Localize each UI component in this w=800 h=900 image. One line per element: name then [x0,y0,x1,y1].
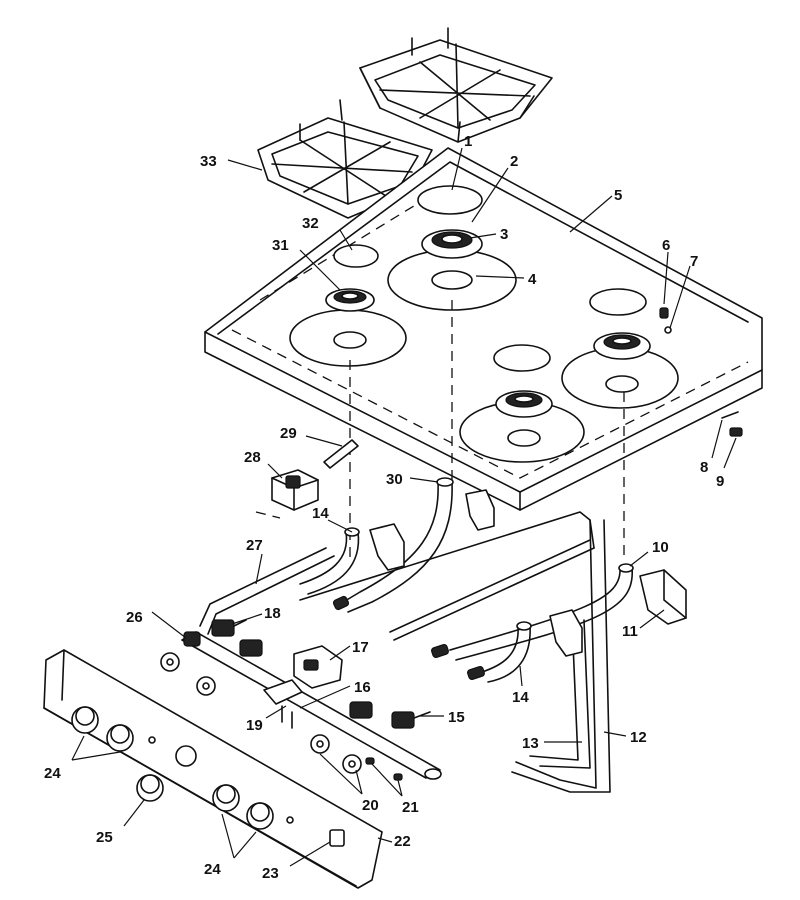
callout-2: 2 [510,153,518,170]
callout-33: 33 [200,153,217,170]
gas-regulator [271,469,319,511]
callout-28: 28 [244,449,261,466]
callout-19: 19 [246,717,263,734]
callout-4: 4 [528,271,537,288]
burner-head-right [593,332,651,360]
callout-5: 5 [614,187,622,204]
screw-9 [729,427,743,437]
callout-32: 32 [302,215,319,232]
callout-22: 22 [394,833,411,850]
callout-14-upper: 14 [312,505,329,522]
callout-11: 11 [622,623,638,640]
callout-26: 26 [126,609,143,626]
burner-cap-right [589,288,647,316]
switch-23 [329,829,345,847]
gas-tube-10 [431,563,634,661]
callout-6: 6 [662,237,670,254]
callout-30: 30 [386,471,403,488]
burner-head-left [325,288,375,312]
callout-27: 27 [246,537,263,554]
callout-23: 23 [262,865,279,882]
callout-17: 17 [352,639,369,656]
screws-21 [365,757,403,781]
valve-mid [239,639,263,657]
callout-24-left: 24 [44,765,61,782]
callout-8: 8 [700,459,708,476]
callout-20: 20 [362,797,379,814]
callout-31: 31 [272,237,289,254]
valve-15a [349,701,373,719]
callout-14-lower: 14 [512,689,529,706]
control-panel [43,649,383,889]
gas-tube-30 [332,477,454,613]
gas-tube-12 [511,519,611,793]
callout-21: 21 [402,799,419,816]
washers-20 [160,652,362,774]
burner-head-front [495,390,553,418]
valve-15b [391,711,431,729]
burner-grate-rear [360,27,552,142]
burner-cap-left-small [333,244,379,268]
orifice-tube [323,439,359,469]
callout-3: 3 [500,226,508,243]
gas-tube-13 [529,619,591,769]
callout-13: 13 [522,735,539,752]
callout-29: 29 [280,425,297,442]
bracket-right [549,609,583,657]
clip-7 [664,326,672,334]
burner-cap-front [493,344,551,372]
callout-1: 1 [464,133,472,150]
callout-10: 10 [652,539,669,556]
valve-26 [183,631,201,647]
callout-16: 16 [354,679,371,696]
burner-cap-rear-right [417,185,483,215]
igniter-switch-17 [293,645,343,689]
igniter-bracket-16 [263,679,303,705]
callout-12: 12 [630,729,647,746]
bracket-11 [639,569,687,625]
burner-head-center [421,229,483,259]
callout-9: 9 [716,473,724,490]
bracket-center [369,523,405,571]
screw-6 [659,307,669,319]
control-knobs [71,706,294,830]
callout-24-right: 24 [204,861,221,878]
callout-18: 18 [264,605,281,622]
valve-18 [211,619,247,637]
bracket-center-2 [465,489,495,531]
gas-tube-14-right [467,621,532,683]
callout-15: 15 [448,709,465,726]
callout-25: 25 [96,829,113,846]
screws-19 [281,705,293,729]
gas-tube-27 [199,547,335,635]
gas-tube-long [299,511,595,641]
callout-7: 7 [690,253,698,270]
